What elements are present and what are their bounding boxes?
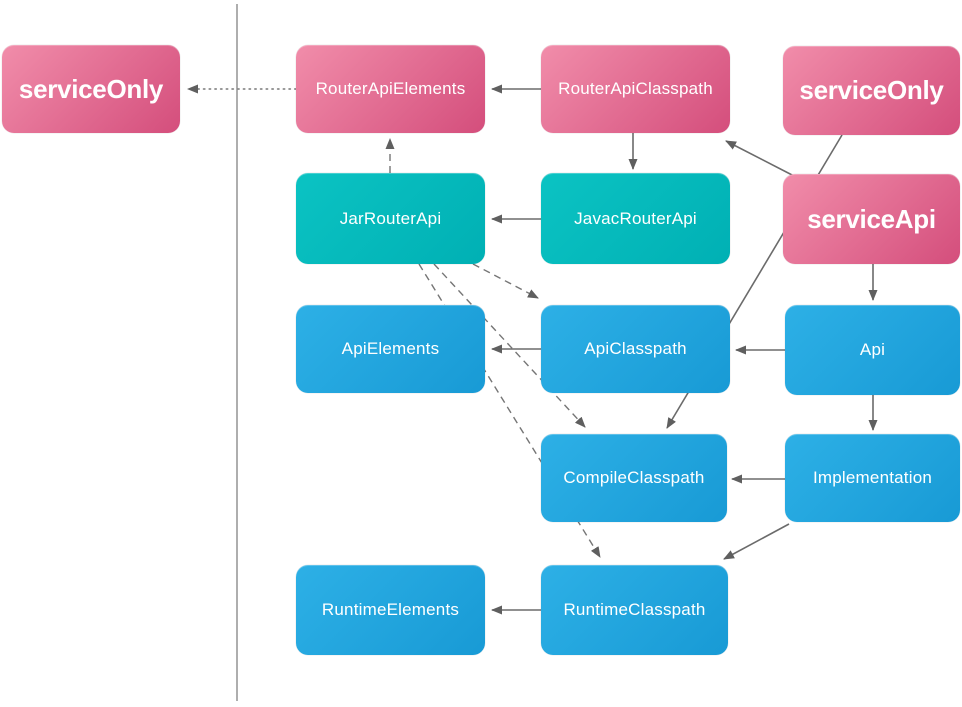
edge-jarRouterApi-to-compileClasspath-arrow: [433, 263, 586, 428]
node-label: RouterApiElements: [315, 79, 466, 98]
node-router-api-classpath: RouterApiClasspath: [541, 45, 730, 133]
node-label: Implementation: [812, 468, 933, 487]
node-runtime-classpath: RuntimeClasspath: [541, 565, 728, 655]
node-service-only-right: serviceOnly: [783, 46, 960, 135]
node-compile-classpath: CompileClasspath: [541, 434, 727, 522]
node-javac-router-api: JavacRouterApi: [541, 173, 730, 264]
node-label: RouterApiClasspath: [558, 79, 713, 98]
node-service-only-left: serviceOnly: [2, 45, 180, 133]
edge-serviceApi-to-routerApiClasspath-arrow: [725, 140, 797, 178]
node-api: Api: [785, 305, 960, 395]
edge-jarRouterApi-to-apiClasspath-arrow: [472, 263, 539, 299]
edge-jarRouterApi-to-runtimeClasspath-arrow: [418, 263, 601, 558]
node-api-classpath: ApiClasspath: [541, 305, 730, 393]
edge-implementation-to-runtimeClasspath-arrow: [723, 523, 790, 560]
node-label: CompileClasspath: [563, 468, 705, 487]
node-label: JavacRouterApi: [574, 208, 697, 228]
node-label: ApiClasspath: [584, 339, 687, 358]
node-label: serviceOnly: [799, 75, 944, 105]
node-api-elements: ApiElements: [296, 305, 485, 393]
node-label: serviceApi: [807, 203, 936, 234]
node-label: serviceOnly: [18, 73, 164, 104]
node-service-api: serviceApi: [783, 174, 960, 264]
node-label: RuntimeElements: [321, 600, 460, 619]
node-implementation: Implementation: [785, 434, 960, 522]
node-label: ApiElements: [341, 339, 440, 358]
node-label: JarRouterApi: [339, 208, 442, 228]
node-router-api-elements: RouterApiElements: [296, 45, 485, 133]
node-runtime-elements: RuntimeElements: [296, 565, 485, 655]
node-label: Api: [859, 340, 886, 359]
node-jar-router-api: JarRouterApi: [296, 173, 485, 264]
node-label: RuntimeClasspath: [563, 600, 706, 619]
